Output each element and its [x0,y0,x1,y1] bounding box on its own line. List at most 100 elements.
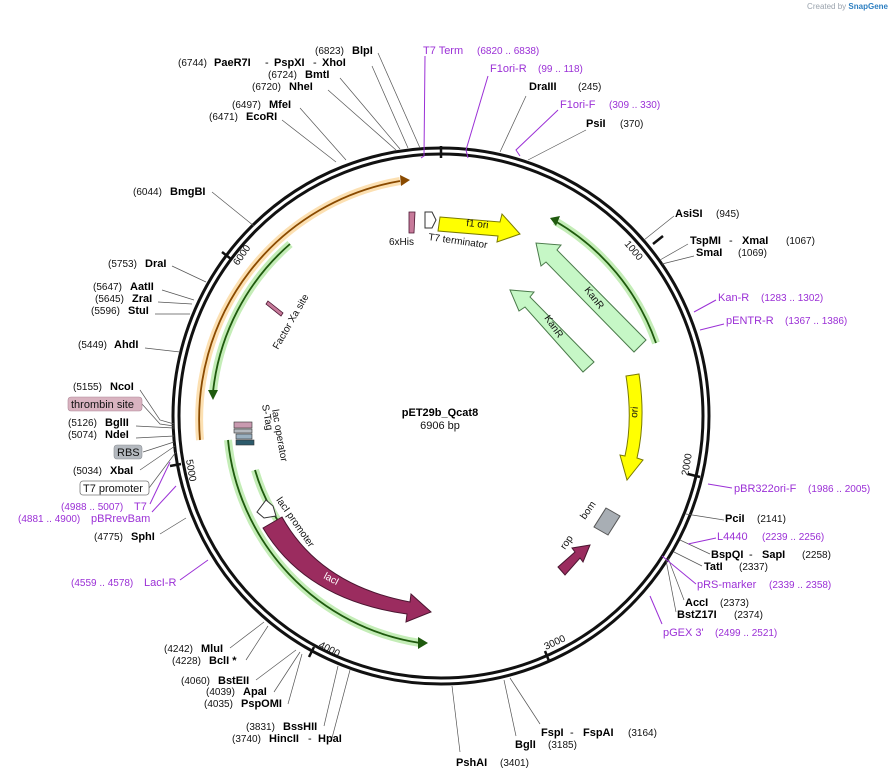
site-mfei[interactable]: (6497) MfeI [232,99,347,161]
orf-green-bottom-line [227,439,421,644]
feature-factor-xa-site [265,300,284,317]
primer-name-pbr322ori-f: pBR322ori-F [734,483,797,495]
orf-green-right-arrowhead [550,216,560,226]
primer-f1ori-r[interactable]: F1ori-R (99 .. 118) [465,63,583,159]
primer-t7[interactable]: (4988 .. 5007) T7 [61,461,171,513]
site-pos-hincii: (3740) [232,734,261,745]
site-pos-draiii: (245) [578,82,601,93]
feature-label-bom: bom [578,499,598,521]
site-bsshii[interactable]: (3831) BssHII [246,665,339,733]
site-name-xhoi: XhoI [322,57,346,69]
site-name-tati: TatI [704,561,723,573]
site-pos-pspomi: (4035) [204,699,233,710]
site-name-bmti: BmtI [305,69,329,81]
primer-name-f1ori-r: F1ori-R [490,63,527,75]
site-ecori[interactable]: (6471) EcoRI [209,111,337,163]
boxed-label-t7-promoter[interactable]: T7 promoter [79,451,177,496]
site-mlui[interactable]: (4242) MluI [164,621,265,655]
site-bsteii[interactable]: (4060) BstEII [181,649,297,687]
site-sep-hincii: - [305,733,315,745]
site-sep-fspi: - [567,727,577,739]
site-sep-tspmi: - [726,235,736,247]
site-paer7i-pspxi-xhoi[interactable]: (6744) PaeR7I - PspXI - XhoI [178,57,409,149]
site-pos-pcii: (2141) [757,514,786,525]
tick-2000: 2000 [680,452,701,479]
primer-name-l4440: L4440 [717,531,748,543]
site-ndei[interactable]: (5074) NdeI [68,429,175,441]
site-pos-bcli: (4228) [172,656,201,667]
primer-kan-r[interactable]: Kan-R (1283 .. 1302) [693,292,823,313]
site-bspqi-sapi[interactable]: BspQI - SapI (2258) [679,539,831,561]
site-acci[interactable]: AccI (2373) [667,557,749,609]
site-nhei[interactable]: (6720) NheI [252,81,397,151]
primer-l4440[interactable]: L4440 (2239 .. 2256) [687,531,824,545]
credit-prefix: Created by [807,2,847,11]
boxed-label-rbs[interactable]: RBS [113,441,175,460]
site-pos-ahdi: (5449) [78,340,107,351]
site-name-psii: PsiI [586,118,606,130]
primer-pbr322ori-f[interactable]: pBR322ori-F (1986 .. 2005) [707,483,870,495]
credit-brand: SnapGene [848,2,888,11]
site-pos-bglii: (5126) [68,418,97,429]
primer-prs-marker[interactable]: pRS-marker (2339 .. 2358) [661,555,831,591]
site-drai-left[interactable]: (5753) DraI [108,258,207,283]
primer-pbrrevbam[interactable]: (4881 .. 4900) pBRrevBam [18,485,177,525]
primer-name-pgex-3: pGEX 3' [663,627,704,639]
site-bmgbi[interactable]: (6044) BmgBI [133,186,255,227]
site-asisi[interactable]: AsiSI (945) [643,208,739,241]
site-bmti[interactable]: (6724) BmtI [268,69,401,150]
tick-label-5000: 5000 [183,459,198,483]
site-bgli[interactable]: BglI (3185) [503,679,577,751]
site-smai[interactable]: SmaI (1069) [661,247,767,265]
site-pos-bstz17i: (2374) [734,610,763,621]
site-pcii[interactable]: PciI (2141) [685,513,786,525]
primer-pentr-r[interactable]: pENTR-R (1367 .. 1386) [699,315,847,331]
site-pos-mlui: (4242) [164,644,193,655]
site-name-sphi: SphI [131,531,155,543]
primer-range-pgex-3: (2499 .. 2521) [715,628,777,639]
primer-range-f1ori-r: (99 .. 118) [538,64,583,75]
site-psii[interactable]: PsiI (370) [527,118,643,161]
site-name-blpi: BlpI [352,45,373,57]
site-pos-ncoi: (5155) [73,382,102,393]
snapgene-credit: Created by SnapGene [807,2,888,11]
feature-f1-ori [437,212,521,243]
site-ncoi[interactable]: (5155) NcoI [73,381,175,425]
site-name-bspqi: BspQI [711,549,743,561]
orf-green-left-arrowhead [208,390,218,400]
site-pos-sphi: (4775) [94,532,123,543]
feature-label-f1-ori: f1 ori [466,218,489,231]
primer-f1ori-f[interactable]: F1ori-F (309 .. 330) [515,99,660,157]
orf-green-right-line [554,220,657,344]
site-pshai[interactable]: PshAI (3401) [451,685,529,769]
site-tati[interactable]: TatI (2337) [673,551,768,573]
site-xbai[interactable]: (5034) XbaI [73,445,176,477]
primer-range-l4440: (2239 .. 2256) [762,532,824,543]
plasmid-name: pET29b_Qcat8 [402,407,478,419]
site-pos-bspqi: (2258) [802,550,831,561]
feature-bom [593,507,621,536]
site-stui[interactable]: (5596) StuI [91,305,190,317]
site-draiii[interactable]: DraIII (245) [499,81,601,153]
primer-laci-r[interactable]: (4559 .. 4578) LacI-R [71,559,209,589]
primer-range-t7: (4988 .. 5007) [61,502,123,513]
site-ahdi[interactable]: (5449) AhdI [78,339,181,353]
site-fspi-fspai[interactable]: FspI - FspAI (3164) [509,677,657,739]
site-bstz17i[interactable]: BstZ17I (2374) [665,559,763,621]
site-pspomi[interactable]: (4035) PspOMI [204,653,303,710]
site-blpi[interactable]: (6823) BlpI [315,45,421,149]
site-sphi[interactable]: (4775) SphI [94,517,187,543]
site-name-ndei: NdeI [105,429,129,441]
site-hincii-hpai[interactable]: (3740) HincII - HpaI [232,669,351,745]
site-zrai[interactable]: (5645) ZraI [95,293,193,305]
primer-pgex-3[interactable]: pGEX 3' (2499 .. 2521) [649,595,777,639]
site-bglii[interactable]: (5126) BglII [68,417,175,429]
site-bcli[interactable]: (4228) BclI * [172,625,269,667]
primer-t7-term[interactable]: T7 Term (6820 .. 6838) [420,45,539,159]
site-pos-xhoi: (6744) [178,58,207,69]
boxed-label-thrombin-site[interactable]: thrombin site [67,396,175,427]
site-apai[interactable]: (4039) ApaI [206,651,301,698]
site-aatii[interactable]: (5647) AatII [93,281,195,301]
orf-green-left-line [212,243,291,393]
site-tspmi-xmai[interactable]: TspMI - XmaI (1067) [659,235,815,261]
